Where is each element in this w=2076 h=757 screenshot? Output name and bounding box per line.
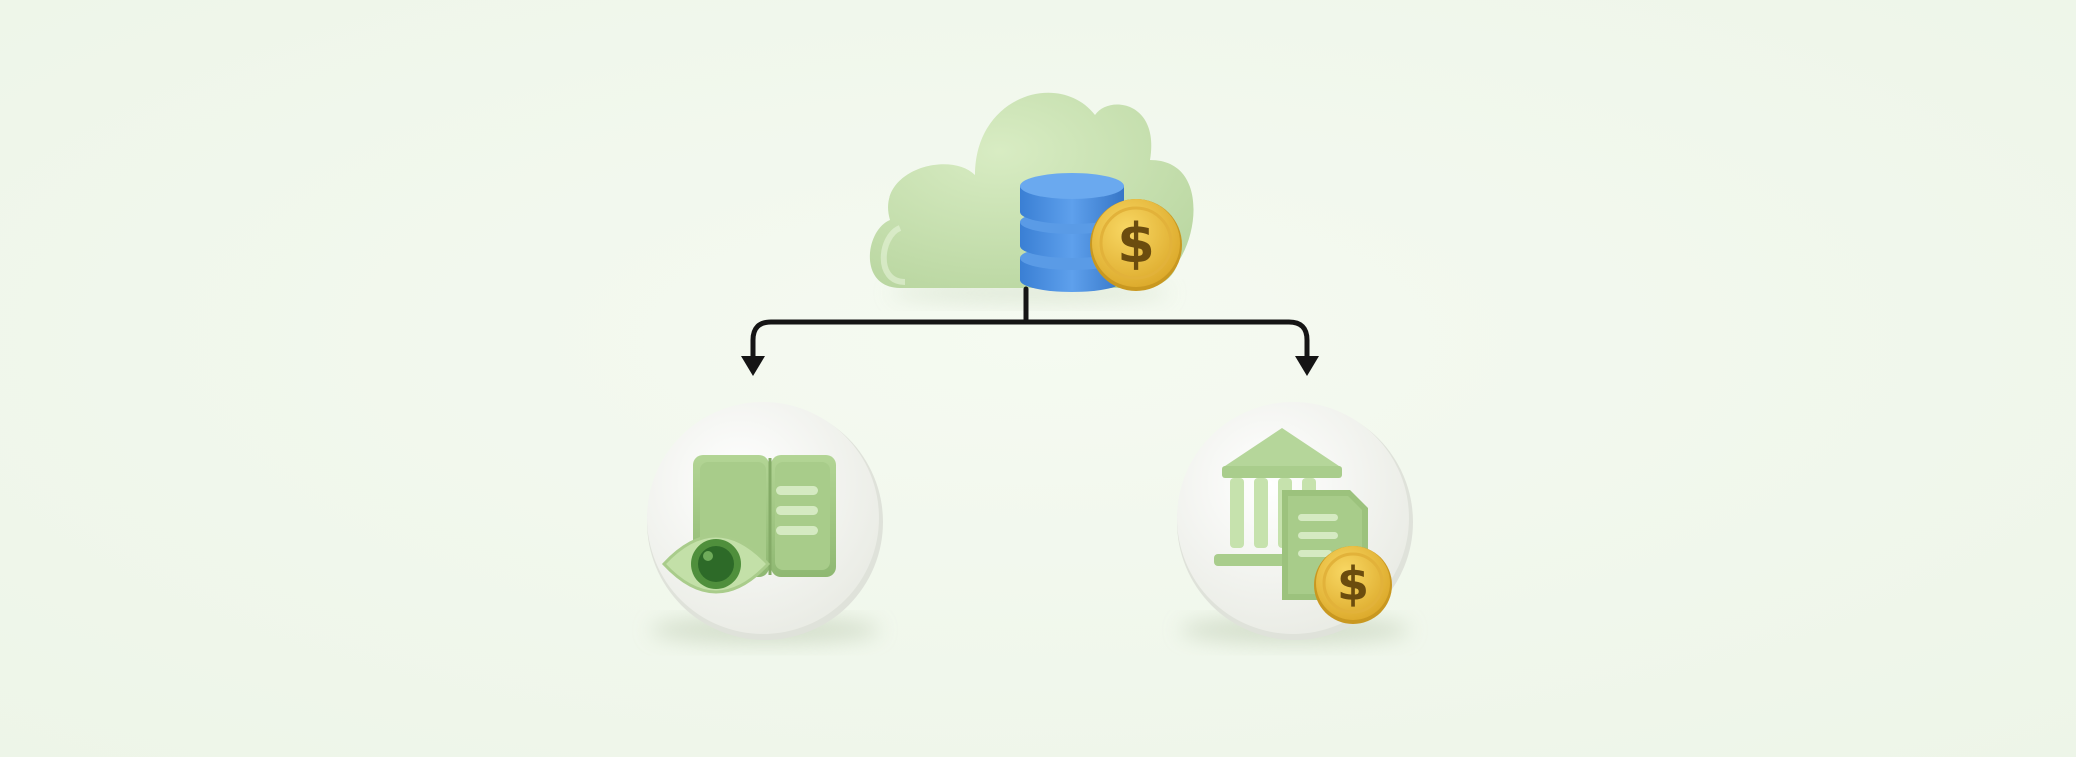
bank-document-node: $	[1177, 402, 1413, 644]
cloud-database-node: $	[869, 92, 1194, 303]
book-eye-node	[647, 402, 883, 644]
bank-coin-dollar-sign: $	[1337, 557, 1369, 611]
coin-icon-bank: $	[1314, 546, 1392, 624]
eye-icon	[661, 534, 771, 594]
arrowhead-right	[1295, 356, 1319, 376]
arrow-right	[1023, 319, 1310, 359]
arrow-left	[750, 319, 1029, 359]
arrowhead-left	[741, 356, 765, 376]
connector-arrows	[741, 286, 1319, 376]
coin-dollar-sign: $	[1117, 212, 1155, 275]
coin-icon: $	[1090, 199, 1182, 291]
